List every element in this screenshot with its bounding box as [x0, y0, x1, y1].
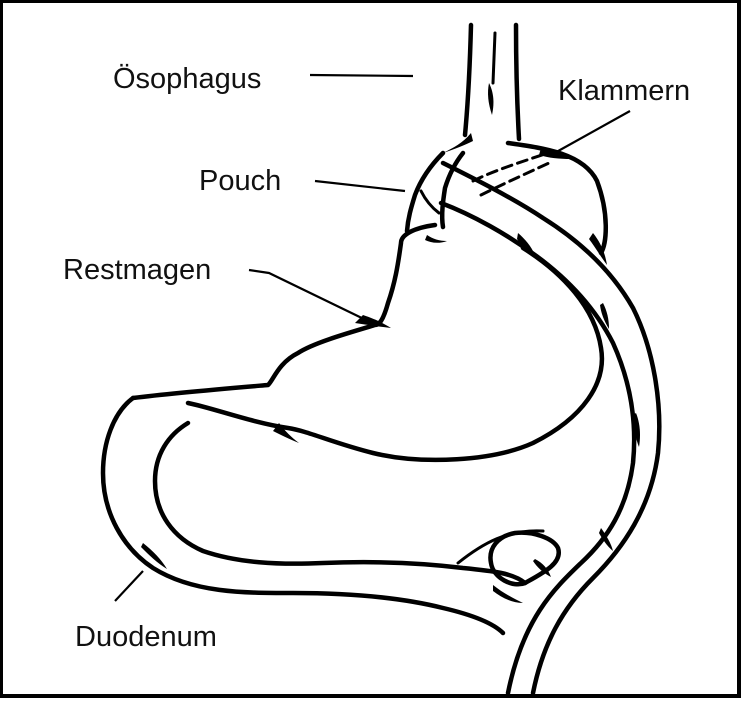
label-oesophagus: Ösophagus: [113, 63, 261, 95]
esophagus: [443, 25, 519, 153]
leader-pouch: [315, 181, 405, 191]
label-pouch: Pouch: [199, 165, 281, 197]
duodenum: [103, 398, 559, 633]
leader-klammern: [551, 111, 630, 155]
leader-duodenum: [115, 571, 143, 601]
leader-restmagen: [249, 270, 368, 321]
label-klammern: Klammern: [558, 75, 690, 107]
roux-limb: [441, 163, 659, 693]
label-restmagen: Restmagen: [63, 254, 211, 286]
leader-oesophagus: [310, 75, 413, 76]
label-duodenum: Duodenum: [75, 621, 217, 653]
gastric-bypass-diagram: Ösophagus Klammern Pouch Restmagen Duode…: [3, 3, 741, 701]
